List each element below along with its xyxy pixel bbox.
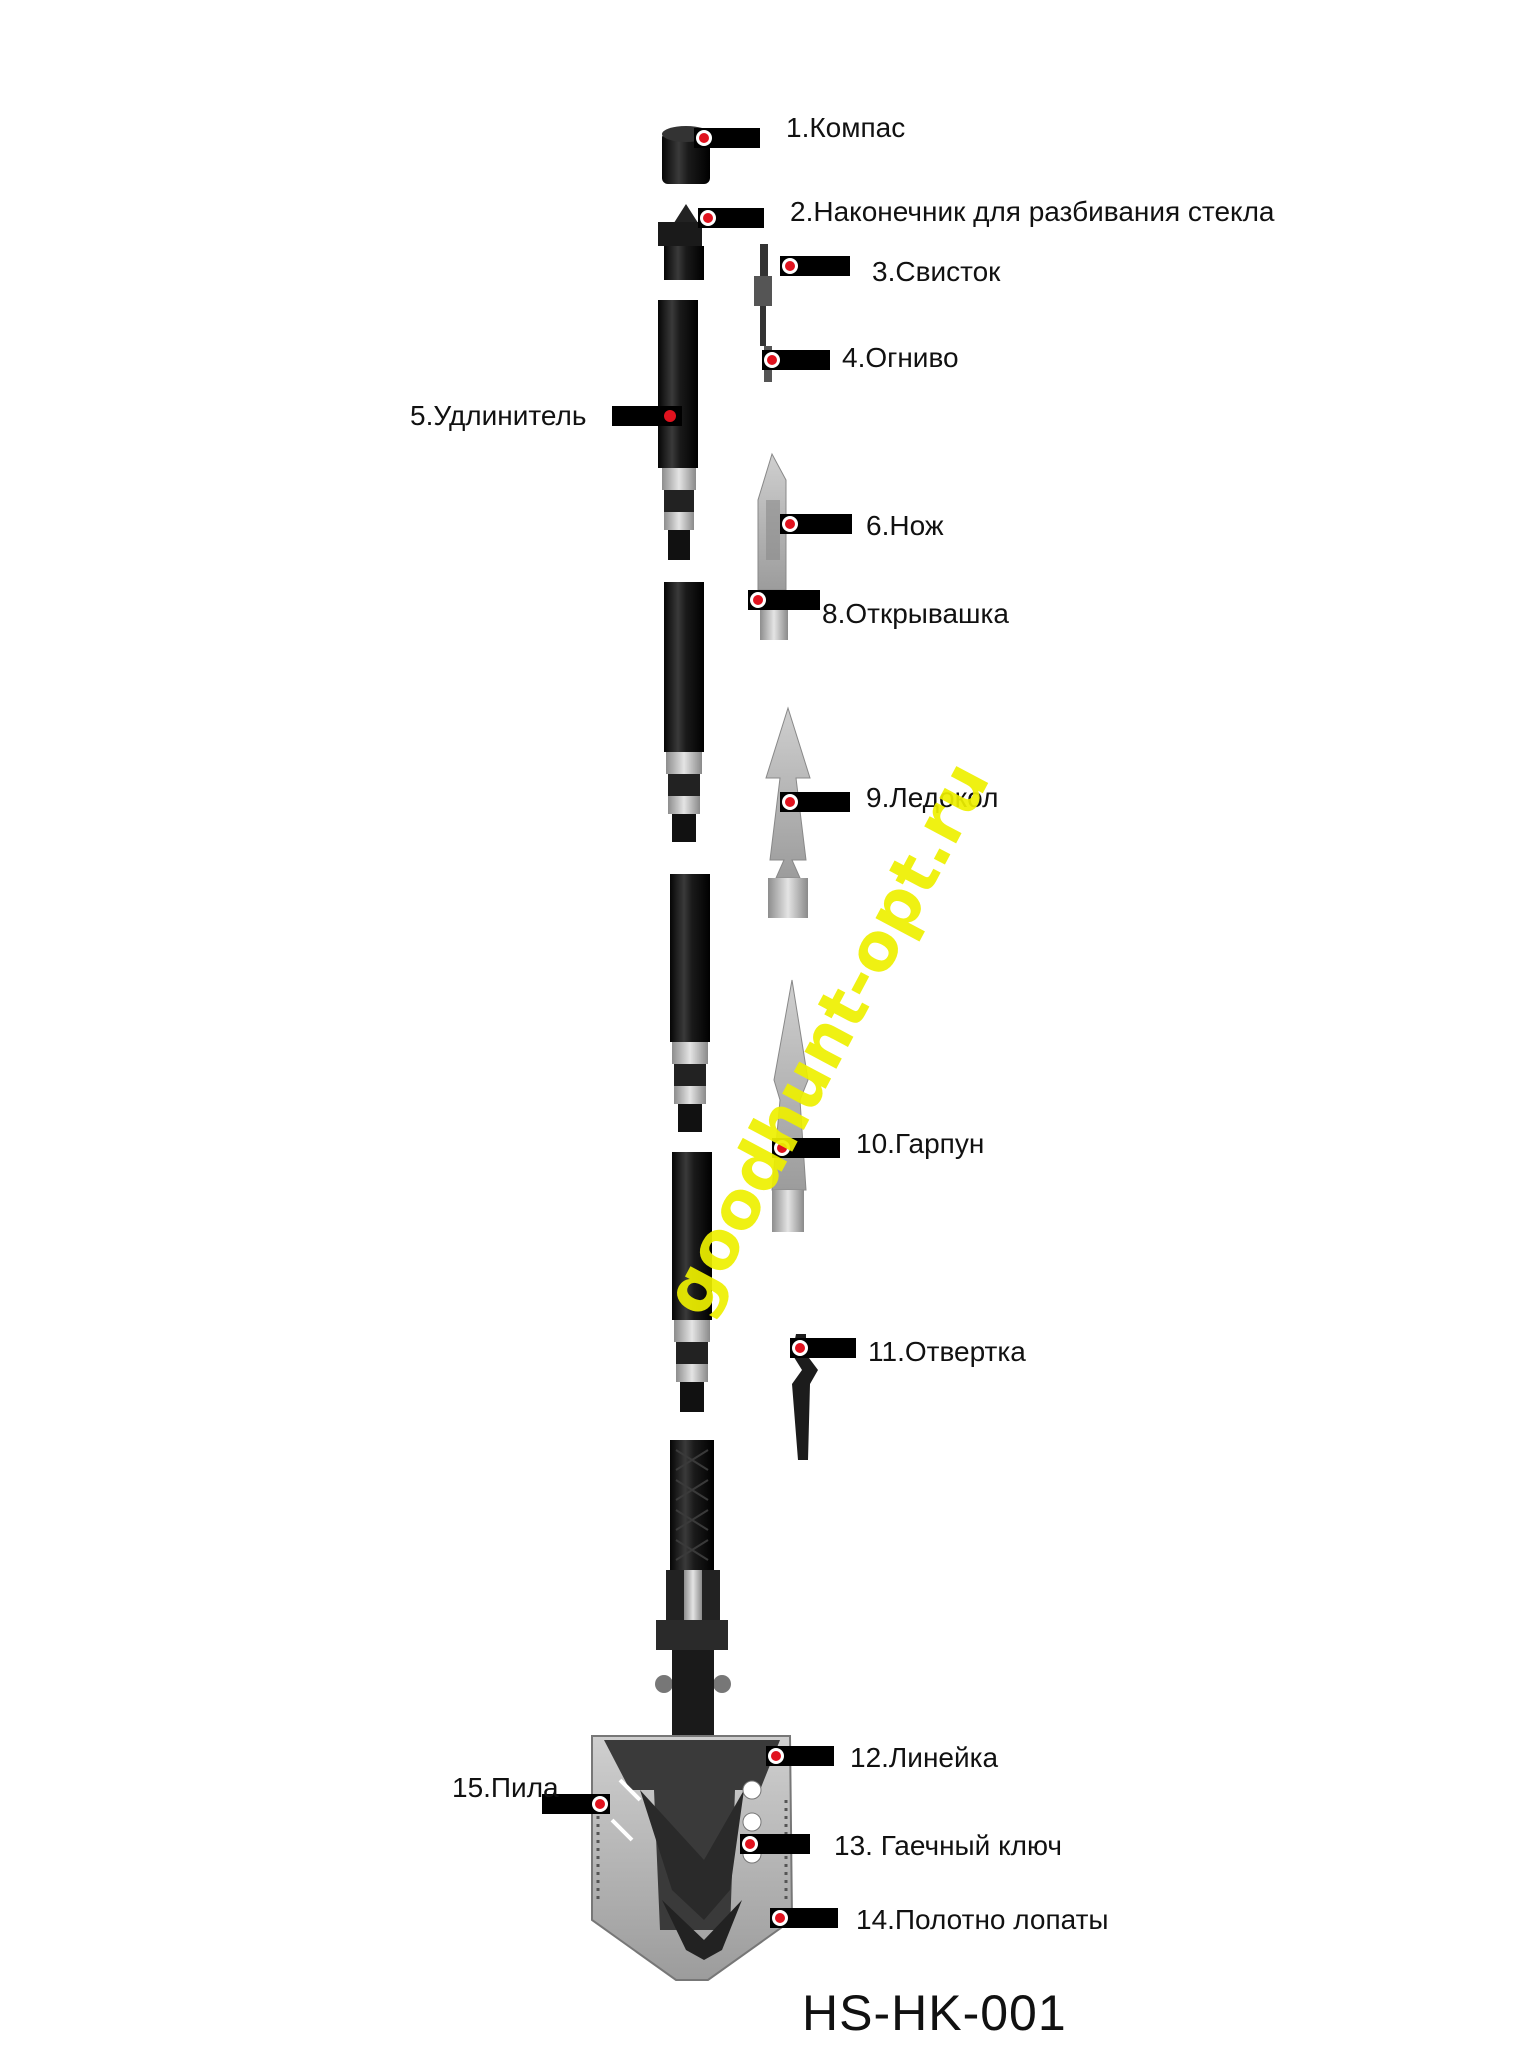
pointer-saw xyxy=(542,1794,610,1814)
label-bottle-opener: 8.Открывашка xyxy=(822,598,1009,629)
pointer-wrench xyxy=(740,1834,810,1854)
pointer-bottle-opener xyxy=(748,590,820,610)
label-whistle: 3.Свисток xyxy=(872,256,1001,287)
pointer-whistle xyxy=(780,256,850,276)
shovel-handle xyxy=(655,1440,731,1740)
model-number: HS-HK-001 xyxy=(802,1985,1067,2041)
pointer-screwdriver xyxy=(790,1338,856,1358)
label-harpoon: 10.Гарпун xyxy=(856,1128,985,1159)
harpoon-part xyxy=(771,979,809,1232)
extension-tube-2 xyxy=(664,582,704,842)
label-knife: 6.Нож xyxy=(866,510,944,541)
extension-tube-4 xyxy=(672,1152,712,1412)
extension-tube-1 xyxy=(658,300,698,560)
label-screwdriver: 11.Отвертка xyxy=(868,1336,1026,1367)
screwdriver-part xyxy=(792,1334,818,1460)
pointer-knife xyxy=(780,514,852,534)
label-compass: 1.Компас xyxy=(786,112,906,143)
label-ruler: 12.Линейка xyxy=(850,1742,999,1773)
label-ice-pick: 9.Ледокол xyxy=(866,782,999,813)
label-wrench: 13. Гаечный ключ xyxy=(834,1830,1062,1861)
label-extension: 5.Удлинитель xyxy=(410,400,587,431)
pointer-glass-breaker xyxy=(698,208,764,228)
pointer-compass xyxy=(694,128,760,148)
pointer-harpoon xyxy=(772,1138,840,1158)
pointer-extension xyxy=(612,406,682,426)
pointer-ruler xyxy=(766,1746,834,1766)
label-shovel-blade: 14.Полотно лопаты xyxy=(856,1904,1109,1935)
ice-pick-part xyxy=(765,706,811,918)
label-glass-breaker: 2.Наконечник для разбивания стекла xyxy=(790,196,1275,227)
glass-breaker-part xyxy=(658,204,704,280)
pointer-shovel-blade xyxy=(770,1908,838,1928)
extension-tube-3 xyxy=(670,874,710,1132)
shovel-blade-part xyxy=(591,1735,794,1981)
pointer-ice-pick xyxy=(780,792,850,812)
pointer-fire-starter xyxy=(762,350,830,370)
label-saw: 15.Пила xyxy=(452,1772,559,1803)
label-fire-starter: 4.Огниво xyxy=(842,342,959,373)
knife-part xyxy=(757,452,788,640)
